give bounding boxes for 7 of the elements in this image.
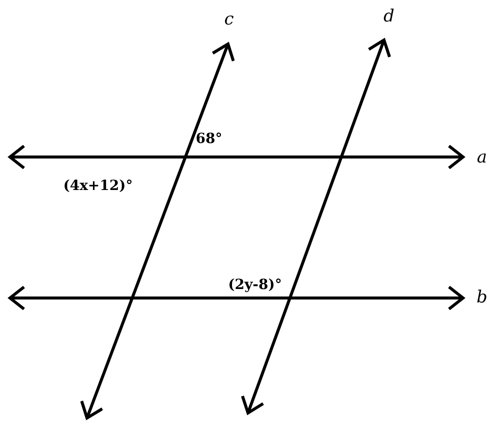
angle-label: (4x+12)° bbox=[63, 179, 133, 193]
line-name: b bbox=[476, 290, 488, 306]
line-name: d bbox=[384, 8, 394, 26]
line-name: a bbox=[476, 150, 488, 166]
line-name: c bbox=[224, 12, 234, 28]
angle-label: 68° bbox=[196, 132, 222, 146]
angle-label: (2y-8)° bbox=[228, 278, 282, 292]
